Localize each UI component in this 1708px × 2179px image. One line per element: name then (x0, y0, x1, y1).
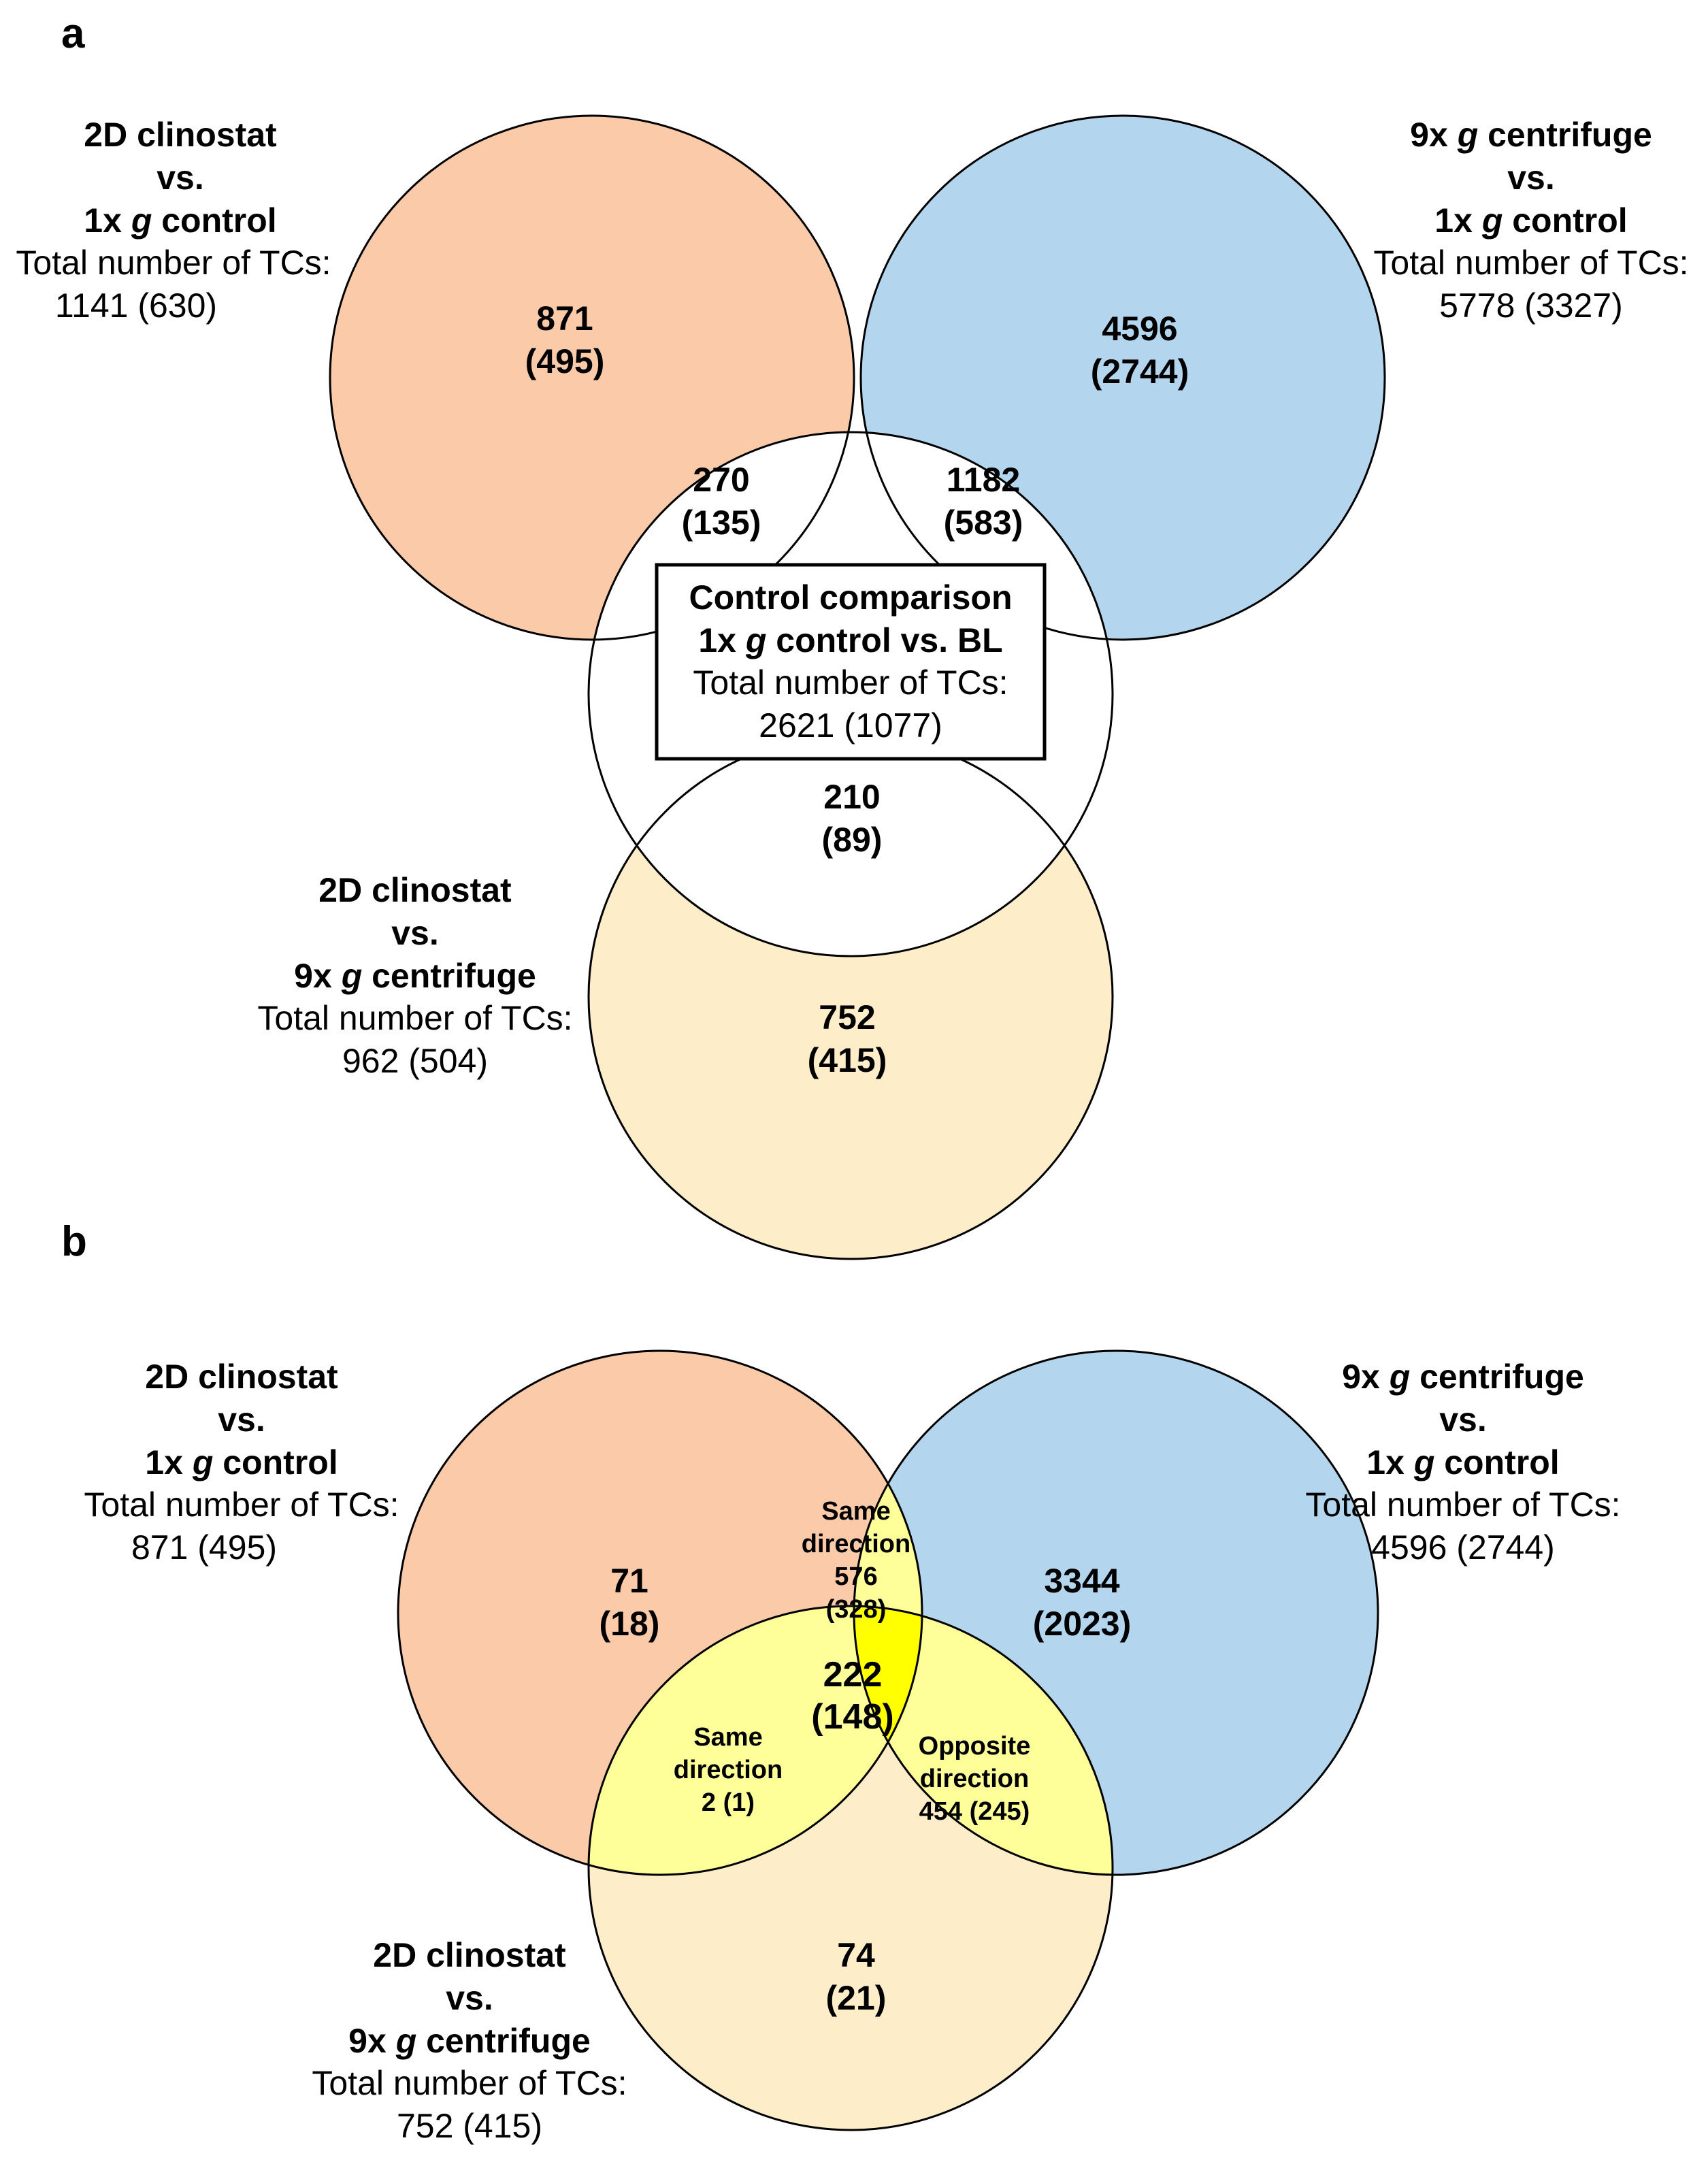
panel-b-cream-only-count: 74 (837, 1936, 875, 1974)
panel-a-label: a (61, 10, 85, 57)
panel-a-bottom-line1: 2D clinostat (318, 871, 512, 909)
panel-b-salmon-blue-line4: (328) (826, 1595, 887, 1624)
panel-b-blue-only-paren: (2023) (1033, 1605, 1132, 1643)
panel-b-outline-centrifuge (853, 1349, 1379, 1876)
panel-a-bottom-total-value: 962 (504) (342, 1042, 488, 1080)
panel-b-bottom-line1: 2D clinostat (373, 1936, 566, 1974)
panel-a-blue-only-count: 4596 (1102, 310, 1177, 348)
panel-b-overlap-blue-cream (854, 1606, 1113, 1875)
panel-a-left-total-label: Total number of TCs: (16, 244, 331, 282)
panel-b-left-total-value: 871 (495) (131, 1528, 277, 1567)
panel-a-left-label: 2D clinostat vs. 1x g control Total numb… (16, 116, 331, 325)
panel-b-triple-paren: (148) (811, 1697, 893, 1737)
panel-b-bottom-line3: 9x g centrifuge (348, 2022, 591, 2060)
panel-b-salmon-cream-line2: direction (674, 1756, 783, 1784)
panel-b-left-total-label: Total number of TCs: (84, 1486, 399, 1524)
panel-a-bottom-line3: 9x g centrifuge (294, 957, 536, 995)
panel-a-center-line1: Control comparison (689, 578, 1012, 617)
panel-a-outline-clinostat (329, 114, 855, 641)
panel-b-blue-cream-line3: 454 (245) (919, 1797, 1030, 1826)
panel-a-salmon-only-count: 871 (536, 299, 593, 338)
panel-b-salmon-blue-line3: 576 (834, 1562, 877, 1591)
panel-b-triple-count: 222 (823, 1655, 883, 1694)
panel-a: a 2D clinostat vs. 1x g control Total nu… (16, 10, 1689, 1260)
panel-a-bottom-label: 2D clinostat vs. 9x g centrifuge Total n… (257, 871, 572, 1080)
panel-a-cream-center-count: 210 (823, 778, 880, 816)
panel-a-left-total-value: 1141 (630) (55, 286, 217, 325)
panel-b-bottom-label: 2D clinostat vs. 9x g centrifuge Total n… (312, 1936, 627, 2145)
panel-a-cream-only-count: 752 (819, 998, 875, 1036)
panel-b-blue-cream-line1: Opposite (919, 1732, 1031, 1760)
panel-a-left-line2: vs. (157, 159, 204, 197)
panel-a-cream-only-paren: (415) (808, 1041, 887, 1079)
panel-b-label: b (61, 1218, 87, 1265)
panel-a-blue-center-count: 1182 (947, 461, 1020, 499)
panel-b-outline-clinostat (397, 1349, 923, 1876)
panel-a-right-line3: 1x g control (1434, 201, 1627, 240)
panel-b-bottom-total-label: Total number of TCs: (312, 2064, 627, 2102)
panel-b-salmon-blue-line2: direction (802, 1530, 910, 1558)
panel-b-right-line2: vs. (1439, 1400, 1487, 1439)
panel-b-right-label: 9x g centrifuge vs. 1x g control Total n… (1305, 1358, 1620, 1567)
panel-a-right-label: 9x g centrifuge vs. 1x g control Total n… (1373, 116, 1688, 325)
panel-a-salmon-center-paren: (135) (682, 504, 761, 542)
panel-a-center-box (655, 563, 1047, 761)
panel-a-salmon-center-count: 270 (693, 461, 749, 499)
panel-a-salmon-only-paren: (495) (525, 342, 605, 380)
panel-a-right-line1: 9x g centrifuge (1410, 116, 1652, 154)
panel-b: b 2D clinostat vs. 1x g control Total nu… (61, 1218, 1621, 2145)
panel-b-right-total-label: Total number of TCs: (1305, 1486, 1620, 1524)
panel-a-outline-control (587, 431, 1114, 957)
panel-a-center-total-value: 2621 (1077) (759, 706, 942, 744)
panel-b-right-line1: 9x g centrifuge (1342, 1358, 1584, 1396)
panel-a-left-line1: 2D clinostat (84, 116, 277, 154)
panel-a-blue-center-paren: (583) (944, 504, 1023, 542)
panel-b-left-line3: 1x g control (145, 1443, 338, 1481)
panel-a-outline-centrifuge (859, 114, 1386, 641)
panel-a-right-total-label: Total number of TCs: (1373, 244, 1688, 282)
panel-a-left-line3: 1x g control (84, 201, 276, 240)
panel-b-salmon-cream-line3: 2 (1) (702, 1788, 755, 1817)
panel-b-salmon-only-count: 71 (610, 1562, 648, 1600)
panel-b-salmon-cream-line1: Same (693, 1723, 762, 1752)
panel-a-right-total-value: 5778 (3327) (1439, 286, 1623, 325)
panel-a-center-line2: 1x g control vs. BL (698, 621, 1002, 659)
panel-a-center-total-label: Total number of TCs: (693, 663, 1008, 702)
panel-b-left-label: 2D clinostat vs. 1x g control Total numb… (84, 1358, 399, 1567)
panel-b-bottom-line2: vs. (446, 1979, 493, 2017)
panel-b-left-line2: vs. (218, 1400, 265, 1439)
panel-a-bottom-total-label: Total number of TCs: (257, 999, 572, 1037)
panel-b-salmon-blue-line1: Same (821, 1497, 890, 1526)
panel-b-left-line1: 2D clinostat (145, 1358, 338, 1396)
panel-a-right-line2: vs. (1507, 159, 1555, 197)
panel-a-blue-only-paren: (2744) (1091, 353, 1189, 391)
panel-b-outline-clino-vs-centri (587, 1605, 1114, 2131)
panel-b-blue-cream-line2: direction (920, 1765, 1029, 1793)
panel-b-blue-only-count: 3344 (1044, 1562, 1119, 1600)
panel-a-cream-center-paren: (89) (822, 821, 883, 859)
panel-b-bottom-total-value: 752 (415) (397, 2107, 542, 2145)
panel-b-right-total-value: 4596 (2744) (1371, 1528, 1555, 1567)
panel-b-cream-only-paren: (21) (826, 1979, 887, 2017)
panel-b-salmon-only-paren: (18) (600, 1605, 660, 1643)
panel-b-right-line3: 1x g control (1366, 1443, 1559, 1481)
panel-a-bottom-line2: vs. (391, 914, 439, 952)
panel-a-center-box-text: Control comparison 1x g control vs. BL T… (689, 578, 1012, 744)
